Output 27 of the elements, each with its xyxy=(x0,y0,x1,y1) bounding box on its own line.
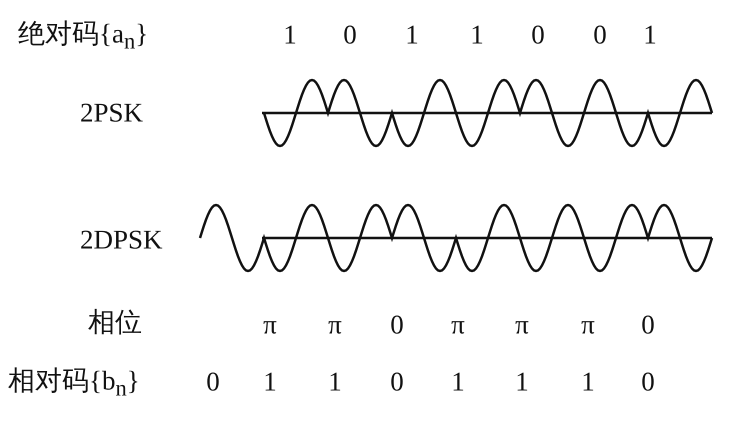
bit-value: 1 xyxy=(283,20,297,50)
phase-value: π xyxy=(581,310,595,340)
phase-value: π xyxy=(328,310,342,340)
bit-value: 0 xyxy=(390,366,404,398)
bit-value: 1 xyxy=(263,366,277,398)
phase-value: 0 xyxy=(641,310,655,340)
bit-value: 0 xyxy=(343,20,357,50)
bit-value: 0 xyxy=(593,20,607,50)
phase-value: π xyxy=(451,310,465,340)
bit-value: 0 xyxy=(206,366,220,398)
bit-value: 1 xyxy=(470,20,484,50)
row-label: 相位 xyxy=(88,306,142,339)
bit-value: 0 xyxy=(531,20,545,50)
phase-value: π xyxy=(515,310,529,340)
row-label: 绝对码{a$_{n}$} xyxy=(18,17,148,55)
row-label: 2PSK xyxy=(80,98,144,128)
row-label: 2DPSK xyxy=(80,224,163,256)
bit-value: 0 xyxy=(641,366,655,398)
bit-value: 1 xyxy=(581,366,595,398)
bit-value: 1 xyxy=(405,20,419,50)
row-label: 相对码{b$_{n}$} xyxy=(8,364,140,402)
bit-value: 1 xyxy=(643,20,657,50)
bit-value: 1 xyxy=(328,366,342,398)
bit-value: 1 xyxy=(451,366,465,398)
bit-value: 1 xyxy=(515,366,529,398)
phase-value: 0 xyxy=(390,310,404,340)
phase-value: π xyxy=(263,310,277,340)
